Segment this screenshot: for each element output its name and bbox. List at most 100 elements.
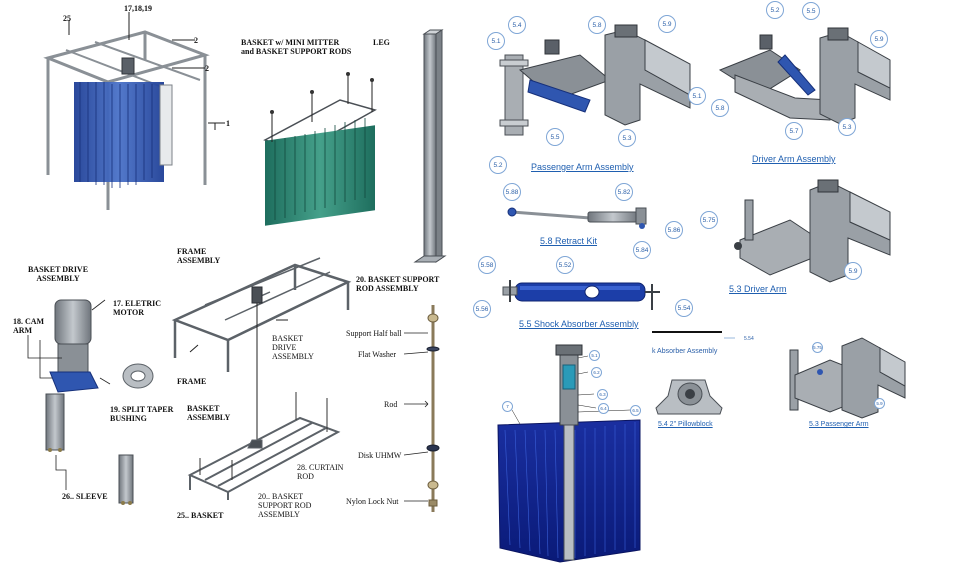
- support-rod-title: 20. BASKET SUPPORT ROD ASSEMBLY: [356, 275, 439, 293]
- sleeve-label: 26.. SLEEVE: [62, 492, 108, 501]
- basket-support-rod-label: 20.. BASKET SUPPORT ROD ASSEMBLY: [258, 492, 311, 519]
- callout-bubble: 5.84: [633, 241, 651, 259]
- callout-bubble: 5.82: [615, 183, 633, 201]
- shock-absorber-partial-callout: 5.54: [744, 336, 754, 342]
- part-number-2-a: 2: [194, 36, 198, 45]
- support-rod-illustration: [403, 305, 440, 512]
- basket-assembly-label: BASKET ASSEMBLY: [187, 404, 230, 422]
- basket-drive-title-line2: ASSEMBLY: [36, 274, 80, 283]
- basket-support-rod-label-line1: 20.. BASKET: [258, 492, 304, 501]
- frame-assembly-title: FRAME ASSEMBLY: [177, 247, 220, 265]
- basket-drive-assembly-label: BASKET DRIVE ASSEMBLY: [272, 334, 314, 361]
- passenger-arm-assembly-illustration: [499, 24, 691, 136]
- callout-bubble: 7: [502, 401, 513, 412]
- curtain-rod-label-line1: 28. CURTAIN: [297, 463, 344, 472]
- callout-bubble: 5.9: [844, 262, 862, 280]
- passenger-arm-53-illustration: [789, 337, 906, 419]
- callout-bubble: 5.5: [802, 2, 820, 20]
- split-taper-bushing-label: 19. SPLIT TAPER BUSHING: [110, 405, 173, 423]
- split-taper-bushing-label-line2: BUSHING: [110, 414, 147, 423]
- basket-drive-title: BASKET DRIVE ASSEMBLY: [26, 265, 90, 283]
- basket-assembly-label-line2: ASSEMBLY: [187, 413, 231, 422]
- driver-arm-assembly-illustration: [718, 27, 891, 125]
- frame-label: FRAME: [177, 377, 207, 386]
- basket-drive-assembly-label-line2: DRIVE: [272, 343, 297, 352]
- basket-support-rod-label-line3: ASSEMBLY: [258, 510, 300, 519]
- electric-motor-label-line2: MOTOR: [113, 308, 144, 317]
- shock-absorber-illustration: [502, 280, 735, 339]
- support-rod-title-line2: ROD ASSEMBLY: [356, 284, 419, 293]
- callout-bubble: 5.5: [546, 128, 564, 146]
- frame-assembly-title-line1: FRAME: [177, 247, 207, 256]
- split-taper-bushing-label-line1: 19. SPLIT TAPER: [110, 405, 174, 414]
- driver-arm-assembly-caption: Driver Arm Assembly: [752, 154, 836, 164]
- electric-motor-label: 17. ELETRIC MOTOR: [113, 299, 161, 317]
- mitter-illustration: [497, 344, 641, 563]
- flat-washer-label: Flat Washer: [358, 350, 397, 359]
- half-ball-label: Support Half ball: [346, 329, 402, 338]
- callout-bubble: 5.9: [658, 15, 676, 33]
- callout-bubble: 5.1: [487, 32, 505, 50]
- leg-title: LEG: [373, 38, 390, 47]
- cam-arm-label-line1: 18. CAM: [13, 317, 45, 326]
- electric-motor-label-line1: 17. ELETRIC: [113, 299, 162, 308]
- pillowblock-caption: 5.4 2" Pillowblock: [658, 421, 713, 428]
- curtain-rod-label: 28. CURTAIN ROD: [297, 463, 343, 481]
- callout-bubble: 5.1: [688, 87, 706, 105]
- support-rod-title-line1: 20. BASKET SUPPORT: [356, 275, 440, 284]
- basket-label: 25.. BASKET: [177, 511, 224, 520]
- basket-support-rod-label-line2: SUPPORT ROD: [258, 501, 312, 510]
- frame-assembly-illustration: [171, 257, 352, 445]
- part-number-1: 1: [226, 119, 230, 128]
- basket-drive-illustration: [27, 299, 154, 505]
- callout-bubble: 5.4: [508, 16, 526, 34]
- callout-bubble: 5.9: [870, 30, 888, 48]
- callout-bubble: 5.8: [588, 16, 606, 34]
- callout-bubble: 5.2: [489, 156, 507, 174]
- callout-bubble: 5.1: [589, 350, 600, 361]
- callout-bubble: 5.9: [874, 398, 885, 409]
- cam-arm-label: 18. CAM ARM: [13, 317, 44, 335]
- callout-bubble: 5.54: [675, 299, 693, 317]
- basket-assembly-illustration: [187, 392, 341, 500]
- callout-bubble: 6.5: [630, 405, 641, 416]
- retract-kit-illustration: [507, 207, 647, 229]
- leg-illustration: [413, 29, 447, 263]
- basket-drive-assembly-label-line3: ASSEMBLY: [272, 352, 314, 361]
- cam-arm-label-line2: ARM: [13, 326, 33, 335]
- callout-bubble: 5.3: [618, 129, 636, 147]
- basket-mitter-title-line1: BASKET w/ MINI MITTER: [241, 38, 340, 47]
- rod-label: Rod: [384, 400, 398, 409]
- callout-bubble: 5.56: [473, 300, 491, 318]
- callout-bubble: 5.7: [785, 122, 803, 140]
- driver-arm-53-caption: 5.3 Driver Arm: [729, 284, 787, 294]
- passenger-arm-53-caption: 5.3 Passenger Arm: [809, 421, 869, 428]
- shock-absorber-caption: 5.5 Shock Absorber Assembly: [519, 319, 639, 329]
- basket-with-mitter-illustration: [263, 72, 377, 226]
- callout-bubble: 5.88: [503, 183, 521, 201]
- nylon-lock-nut-label: Nylon Lock Nut: [346, 497, 399, 506]
- basket-assembly-label-line1: BASKET: [187, 404, 220, 413]
- part-number-17-18-19: 17,18,19: [124, 4, 152, 13]
- basket-drive-assembly-label-line1: BASKET: [272, 334, 304, 343]
- callout-bubble: 5.3: [838, 118, 856, 136]
- callout-bubble: 6.2: [591, 367, 602, 378]
- retract-kit-caption: 5.8 Retract Kit: [540, 236, 598, 246]
- shock-absorber-partial-caption: k Absorber Assembly: [652, 348, 718, 355]
- callout-bubble: 6.3: [597, 389, 608, 400]
- callout-bubble: 5.58: [478, 256, 496, 274]
- part-number-25: 25: [63, 14, 71, 23]
- frame-with-curtains-illustration: [43, 12, 225, 210]
- callout-bubble: 5.52: [556, 256, 574, 274]
- passenger-arm-assembly-caption: Passenger Arm Assembly: [531, 162, 634, 172]
- basket-drive-title-line1: BASKET DRIVE: [27, 265, 89, 274]
- part-number-2-b: 2: [205, 64, 209, 73]
- curtain-rod-label-line2: ROD: [297, 472, 314, 481]
- disk-uhmw-label: Disk UHMW: [358, 451, 402, 460]
- callout-bubble: 5.86: [665, 221, 683, 239]
- pillowblock-illustration: [655, 379, 723, 415]
- callout-bubble: 5.75: [812, 342, 823, 353]
- basket-mitter-title-line2: and BASKET SUPPORT RODS: [241, 47, 352, 56]
